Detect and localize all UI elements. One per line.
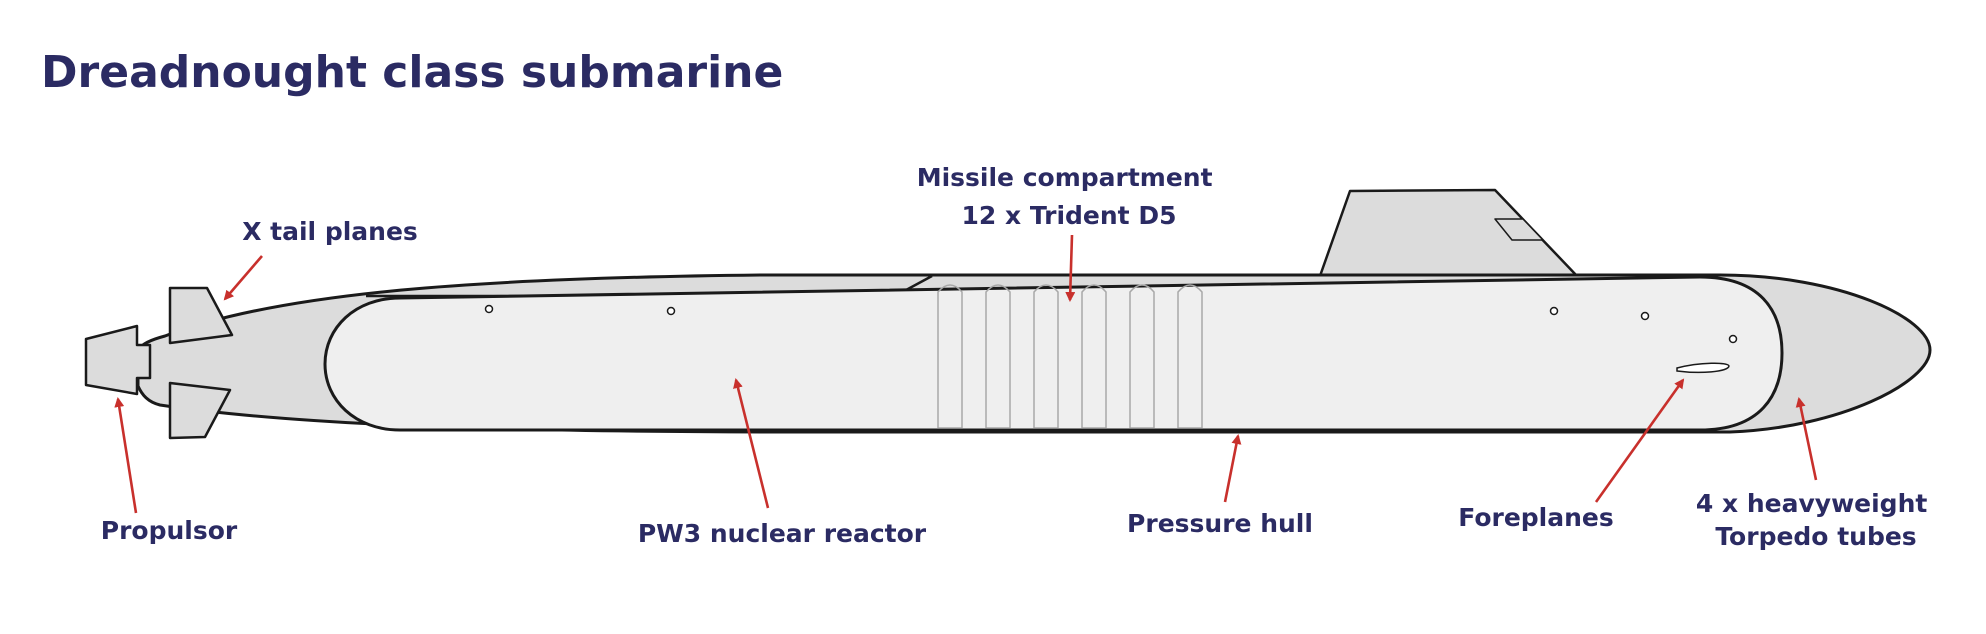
page-title: Dreadnought class submarine bbox=[41, 47, 783, 98]
label-propulsor: Propulsor bbox=[101, 516, 238, 545]
label-foreplanes: Foreplanes bbox=[1458, 503, 1614, 532]
arrow-pressure-hull bbox=[1223, 434, 1242, 503]
arrow-foreplanes bbox=[1594, 378, 1685, 503]
callout-arrows bbox=[114, 234, 1818, 514]
hull-port bbox=[1728, 334, 1738, 344]
label-tail-planes: X tail planes bbox=[242, 217, 418, 246]
arrow-tail-planes bbox=[223, 255, 263, 301]
label-missile-compartment-line1: Missile compartment bbox=[917, 163, 1213, 192]
hull-port bbox=[666, 306, 676, 316]
arrow-missile-compartment bbox=[1065, 234, 1076, 302]
label-missile-compartment-line2: 12 x Trident D5 bbox=[962, 201, 1177, 230]
sail bbox=[1318, 188, 1579, 278]
arrow-propulsor bbox=[114, 397, 138, 514]
labels: Missile compartment 12 x Trident D5 X ta… bbox=[101, 163, 1936, 551]
missile-tube bbox=[937, 284, 963, 429]
label-torpedo-tubes: 4 x heavyweight Torpedo tubes bbox=[1696, 489, 1936, 551]
missile-tube bbox=[1129, 284, 1155, 429]
sail-window bbox=[1494, 218, 1544, 241]
label-reactor: PW3 nuclear reactor bbox=[638, 519, 927, 548]
missile-tube bbox=[1081, 284, 1107, 429]
missile-tube bbox=[1177, 284, 1203, 429]
pressure-hull-shape bbox=[323, 275, 1784, 432]
hull-port bbox=[484, 304, 494, 314]
label-torpedo-tubes-line1: 4 x heavyweight bbox=[1696, 489, 1927, 518]
lower-tail-plane bbox=[168, 381, 232, 440]
foreplane-shape bbox=[1676, 362, 1730, 374]
submarine bbox=[84, 188, 1932, 440]
hull-port bbox=[1640, 311, 1650, 321]
propulsor-shape bbox=[84, 324, 152, 396]
label-torpedo-tubes-line2: Torpedo tubes bbox=[1715, 522, 1916, 551]
missile-tube bbox=[1033, 284, 1059, 429]
hull-port bbox=[1549, 306, 1559, 316]
label-pressure-hull: Pressure hull bbox=[1127, 509, 1313, 538]
label-missile-compartment: Missile compartment 12 x Trident D5 bbox=[917, 163, 1222, 230]
missile-tubes bbox=[937, 284, 1203, 429]
arrow-reactor bbox=[733, 378, 770, 509]
arrow-torpedo-tubes bbox=[1795, 397, 1818, 481]
upper-tail-plane bbox=[168, 286, 234, 345]
missile-tube bbox=[985, 284, 1011, 429]
